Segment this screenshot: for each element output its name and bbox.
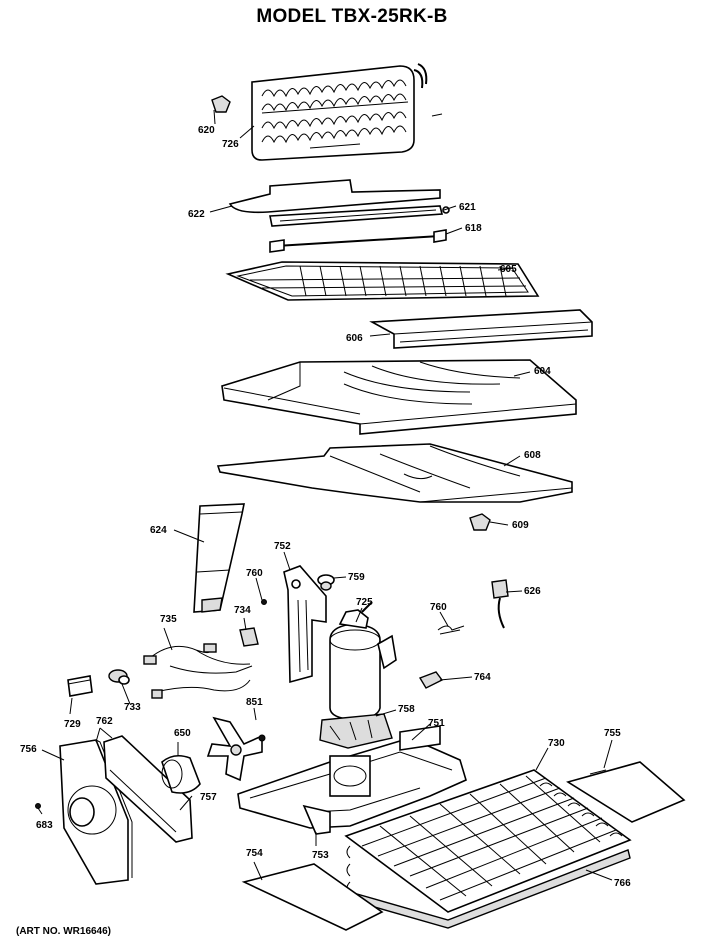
rod-618 — [269, 229, 447, 253]
callout-760-clip: 760 — [430, 602, 447, 613]
callout-758: 758 — [398, 704, 415, 715]
callout-760: 760 — [246, 568, 263, 579]
grommet-759 — [317, 574, 335, 591]
callout-753: 753 — [312, 850, 329, 861]
callout-683: 683 — [36, 820, 53, 831]
diagram-title: MODEL TBX-25RK-B — [256, 6, 448, 27]
screw-760 — [261, 599, 267, 605]
callout-621: 621 — [459, 202, 476, 213]
clamp-764 — [418, 671, 444, 689]
baffle-754 — [241, 863, 384, 931]
callout-851: 851 — [246, 697, 263, 708]
callout-751: 751 — [428, 718, 445, 729]
duct-624 — [193, 503, 245, 613]
callout-729: 729 — [64, 719, 81, 730]
fan-blade-851 — [206, 716, 263, 782]
callout-609: 609 — [512, 520, 529, 531]
callout-755: 755 — [604, 728, 621, 739]
capacitor-729 — [67, 675, 93, 697]
relay-626 — [491, 579, 509, 629]
channel-621 — [269, 205, 450, 227]
leader-lines — [37, 109, 613, 881]
bracket-752 — [283, 565, 327, 684]
callout-735: 735 — [160, 614, 177, 625]
thermostat-734 — [239, 627, 259, 647]
clip-609 — [469, 513, 491, 531]
base-751 — [237, 725, 467, 835]
clip-760 — [437, 625, 465, 635]
callout-624: 624 — [150, 525, 167, 536]
nut-851 — [258, 734, 266, 742]
callout-620: 620 — [198, 125, 215, 136]
callout-labels: 620 726 622 621 618 605 606 604 608 609 … — [20, 125, 631, 889]
callout-762: 762 — [96, 716, 113, 727]
baffle-755 — [566, 761, 686, 823]
evaporator-coil-726 — [251, 63, 443, 161]
callout-764: 764 — [474, 672, 491, 683]
callout-734: 734 — [234, 605, 251, 616]
duct-762 — [99, 727, 113, 739]
callout-622: 622 — [188, 209, 205, 220]
callout-752: 752 — [274, 541, 291, 552]
cover-608 — [216, 443, 573, 503]
condenser-730 — [344, 769, 632, 913]
shroud-757 — [103, 735, 193, 843]
art-number: (ART NO. WR16646) — [16, 926, 112, 937]
callout-756: 756 — [20, 744, 37, 755]
callout-725: 725 — [356, 597, 373, 608]
callout-766: 766 — [614, 878, 631, 889]
callout-757: 757 — [200, 792, 217, 803]
shelf-605 — [225, 261, 540, 301]
compressor-725 — [329, 601, 397, 721]
screw-683 — [35, 803, 41, 809]
mount-758 — [319, 713, 393, 749]
callout-726: 726 — [222, 139, 239, 150]
callout-650: 650 — [174, 728, 191, 739]
callout-733: 733 — [124, 702, 141, 713]
bracket-622 — [228, 179, 441, 214]
callout-606: 606 — [346, 333, 363, 344]
deflector-606 — [369, 309, 593, 349]
clamp-733 — [108, 669, 130, 685]
callout-759: 759 — [348, 572, 365, 583]
fan-motor-650 — [161, 754, 201, 794]
callout-608: 608 — [524, 450, 541, 461]
callout-730: 730 — [548, 738, 565, 749]
cover-604 — [221, 359, 577, 435]
callout-618: 618 — [465, 223, 482, 234]
callout-626: 626 — [524, 586, 541, 597]
clip-620 — [211, 95, 231, 113]
callout-754: 754 — [246, 848, 263, 859]
callout-604: 604 — [534, 366, 551, 377]
callout-605: 605 — [500, 264, 517, 275]
harness-735 — [143, 643, 253, 699]
